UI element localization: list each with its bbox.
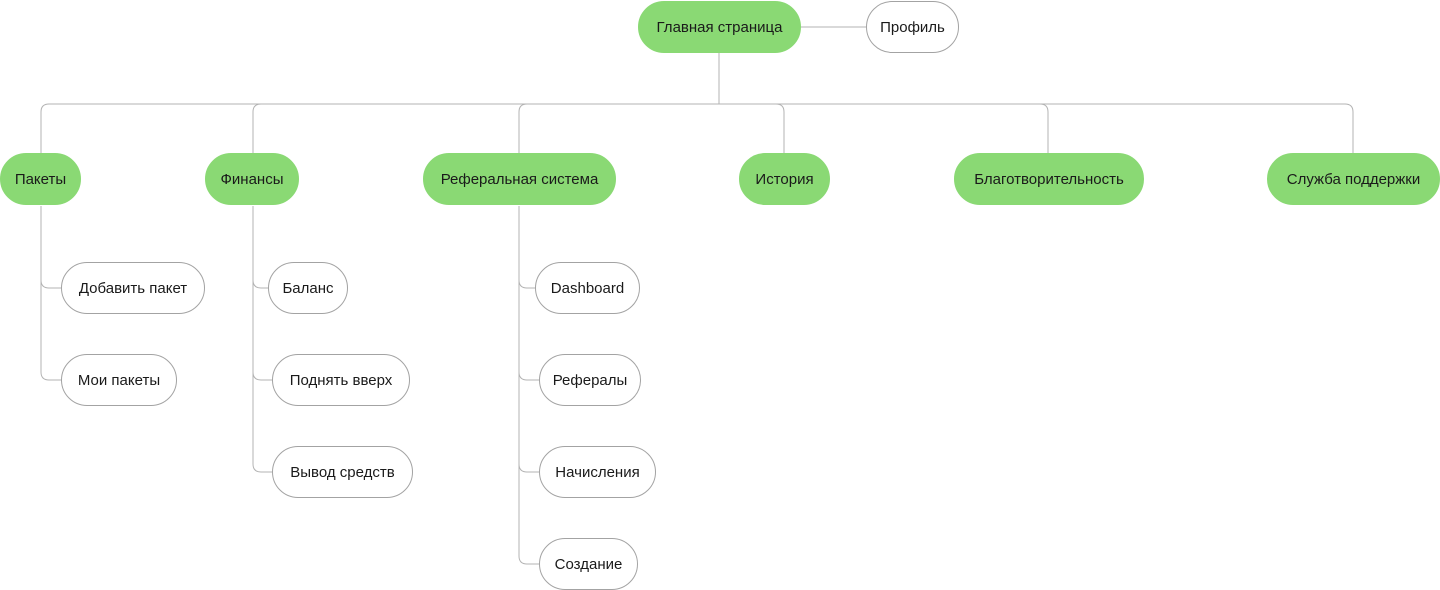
connector-balance (252, 279, 268, 289)
node-finance[interactable]: Финансы (205, 153, 299, 205)
connector-referrals (518, 371, 539, 381)
node-raise-up[interactable]: Поднять вверх (272, 354, 410, 406)
node-add-package[interactable]: Добавить пакет (61, 262, 205, 314)
connector-my-packages (40, 371, 61, 381)
node-history[interactable]: История (739, 153, 830, 205)
node-my-packages[interactable]: Мои пакеты (61, 354, 177, 406)
node-support[interactable]: Служба поддержки (1267, 153, 1440, 205)
node-withdraw-funds[interactable]: Вывод средств (272, 446, 413, 498)
node-charity[interactable]: Благотворительность (954, 153, 1144, 205)
connector-drop-charity (1039, 103, 1049, 153)
node-packages[interactable]: Пакеты (0, 153, 81, 205)
connector-dashboard (518, 279, 535, 289)
connector-drop-support (1344, 103, 1354, 153)
connector-creation (518, 555, 539, 565)
node-profile[interactable]: Профиль (866, 1, 959, 53)
connector-drop-history (775, 103, 785, 153)
connector-add-package (40, 279, 61, 289)
connector-drop-packages (40, 103, 50, 153)
node-accruals[interactable]: Начисления (539, 446, 656, 498)
node-referral-system[interactable]: Реферальная система (423, 153, 616, 205)
connector-raise (252, 371, 272, 381)
connector-withdraw (252, 463, 272, 473)
node-dashboard[interactable]: Dashboard (535, 262, 640, 314)
node-referrals[interactable]: Рефералы (539, 354, 641, 406)
connector-drop-referral (518, 103, 528, 153)
connector-drop-finance (252, 103, 262, 153)
node-creation[interactable]: Создание (539, 538, 638, 590)
node-balance[interactable]: Баланс (268, 262, 348, 314)
connector-accruals (518, 463, 539, 473)
node-home[interactable]: Главная страница (638, 1, 801, 53)
